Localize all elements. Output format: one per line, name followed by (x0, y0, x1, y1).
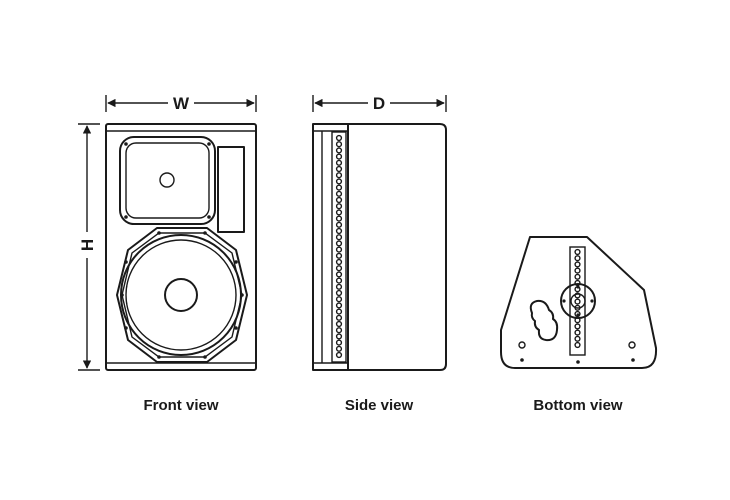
rail-hole (335, 190, 343, 197)
rail-hole (335, 184, 343, 191)
rail-hole (574, 267, 581, 274)
depth-dimension: D (312, 94, 447, 113)
bottom-view: Bottom view (500, 236, 658, 414)
tweeter-horn (119, 136, 216, 225)
rail-hole (335, 345, 343, 352)
rail-hole (574, 335, 581, 342)
rail-hole (335, 209, 343, 216)
rail-hole (335, 172, 343, 179)
rail-hole (335, 339, 343, 346)
rail-hole (335, 159, 343, 166)
rail-hole (335, 215, 343, 222)
rail-hole (335, 277, 343, 284)
bottom-rigging-rail (569, 246, 586, 356)
rail-hole (335, 141, 343, 148)
rail-hole (335, 258, 343, 266)
woofer (116, 227, 248, 363)
rail-hole (335, 221, 343, 228)
rail-hole (335, 252, 343, 259)
depth-label: D (373, 94, 385, 113)
rigging-rail (331, 131, 347, 363)
front-view: Front view (105, 123, 257, 414)
rail-hole (335, 302, 343, 309)
rail-hole (574, 273, 581, 280)
rail-hole (574, 329, 581, 336)
rail-hole (335, 153, 343, 160)
rail-hole (574, 292, 581, 299)
rail-hole (574, 255, 581, 262)
front-view-caption: Front view (143, 397, 218, 414)
width-label: W (173, 94, 190, 113)
height-label: H (78, 239, 97, 251)
rail-hole (335, 246, 343, 253)
rail-hole (574, 323, 581, 330)
rail-hole (335, 283, 343, 290)
rail-hole (335, 203, 343, 210)
rail-hole (574, 341, 581, 349)
rail-hole (335, 271, 343, 278)
rail-hole (335, 265, 343, 272)
height-dimension: H (78, 123, 100, 371)
bottom-view-caption: Bottom view (533, 397, 623, 414)
rail-hole (335, 289, 343, 297)
rail-hole (335, 178, 343, 185)
rail-hole (335, 227, 343, 235)
rail-hole (335, 134, 343, 142)
rail-hole (335, 196, 343, 204)
rail-hole (574, 298, 581, 305)
rail-hole (335, 147, 343, 154)
rail-hole (335, 234, 343, 241)
rail-hole (335, 320, 343, 328)
rail-hole (335, 240, 343, 247)
handle-grip (529, 299, 559, 342)
rail-hole (574, 279, 581, 287)
rail-hole (335, 308, 343, 315)
rail-hole (335, 333, 343, 340)
rail-hole (335, 351, 343, 359)
rail-hole (335, 327, 343, 334)
side-view-caption: Side view (345, 397, 414, 414)
rail-hole (335, 314, 343, 321)
rail-hole (574, 248, 581, 256)
side-view: Side view (312, 123, 447, 414)
rail-hole (574, 261, 581, 268)
pole-mount (560, 283, 596, 319)
width-dimension: W (105, 94, 257, 113)
port-slot (217, 146, 245, 233)
rail-hole (335, 165, 343, 173)
rail-hole (335, 296, 343, 303)
